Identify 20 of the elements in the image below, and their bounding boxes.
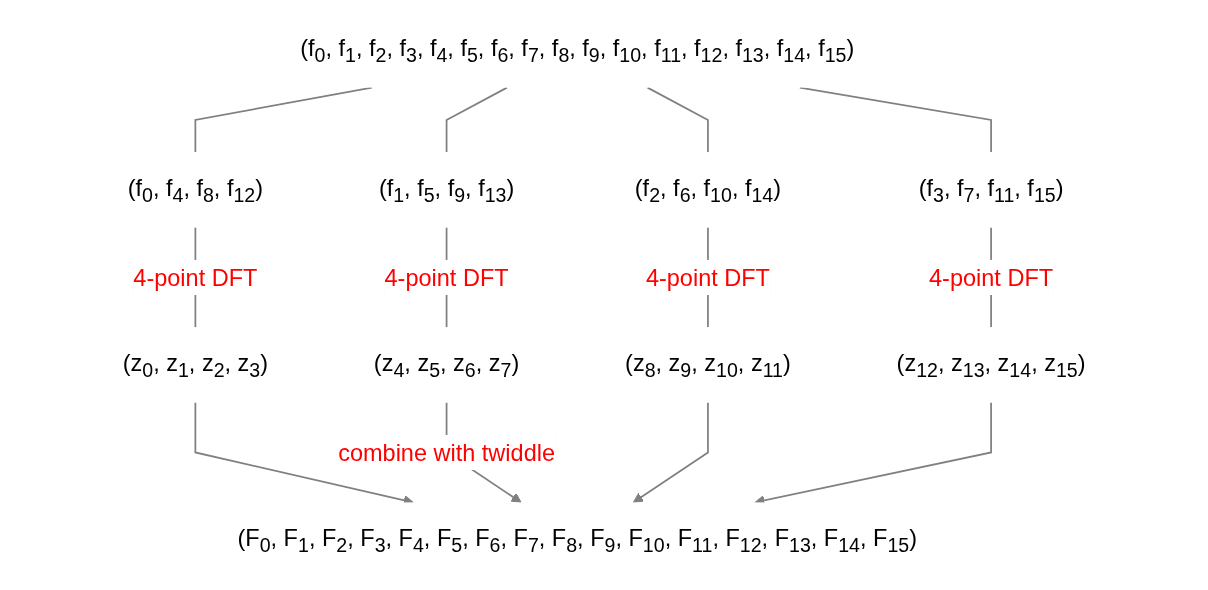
node-text: (z$_{12}$, z$_{13}$, z$_{14}$, z$_{15}$): [896, 349, 1086, 382]
connector: [194, 86, 373, 154]
node-text: (z$_{0}$, z$_{1}$, z$_{2}$, z$_{3}$): [122, 349, 268, 382]
node-text: (f$_{3}$, f$_{7}$, f$_{11}$, f$_{15}$): [918, 174, 1064, 207]
node-text: (F$_{0}$, F$_{1}$, F$_{2}$, F$_{3}$, F$_{4}$, F$_{5}$, F$_{6}$, F$_{7}$, F$_{8}$, F$_{9}$, F$_{10}$, F$_{11}$, F$_{12}$, F$_{13}$, F$_{14}$, F$_{15}$): [237, 524, 917, 557]
edge-label: 4-point DFT: [133, 264, 258, 291]
node-text: (f$_{0}$, f$_{4}$, f$_{8}$, f$_{12}$): [127, 174, 263, 207]
edge-label: 4-point DFT: [928, 264, 1053, 291]
node-text: (f$_{0}$, f$_{1}$, f$_{2}$, f$_{3}$, f$_{4}$, f$_{5}$, f$_{6}$, f$_{7}$, f$_{8}$, f$_{9}$, f$_{10}$, f$_{11}$, f$_{12}$, f$_{13}$, f$_{14}$, f$_{15}$): [300, 34, 855, 67]
node-text: (z$_{4}$, z$_{5}$, z$_{6}$, z$_{7}$): [373, 349, 520, 382]
connector: [445, 86, 508, 154]
connector: [798, 86, 992, 154]
edge-label: combine with twiddle: [338, 439, 555, 466]
node-text: (f$_{2}$, f$_{6}$, f$_{10}$, f$_{14}$): [634, 174, 781, 207]
arrow: [632, 401, 709, 503]
node-text: (z$_{8}$, z$_{9}$, z$_{10}$, z$_{11}$): [624, 349, 791, 382]
node-text: (f$_{1}$, f$_{5}$, f$_{9}$, f$_{13}$): [378, 174, 515, 207]
edge-label: 4-point DFT: [384, 264, 509, 291]
connector: [646, 86, 709, 154]
edge-label: 4-point DFT: [645, 264, 770, 291]
